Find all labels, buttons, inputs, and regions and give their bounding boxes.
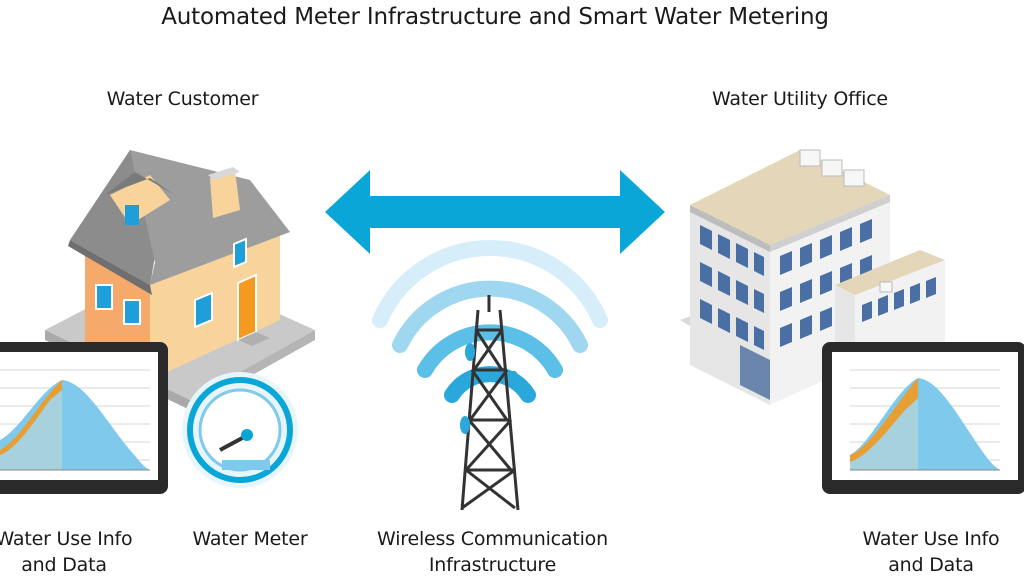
- left-water-use-line1: Water Use Info: [0, 528, 133, 550]
- left-water-use-info-label: Water Use Info and Data: [0, 526, 164, 578]
- left-tablet-icon: [0, 342, 168, 494]
- water-meter-label: Water Meter: [192, 528, 308, 550]
- right-water-use-line2: and Data: [888, 554, 974, 576]
- wireless-infrastructure-label: Wireless Communication Infrastructure: [360, 526, 625, 578]
- water-utility-office-label: Water Utility Office: [712, 88, 888, 110]
- right-water-use-line1: Water Use Info: [862, 528, 1000, 550]
- left-water-use-line2: and Data: [21, 554, 107, 576]
- tower-label-line2: Infrastructure: [428, 554, 557, 576]
- wireless-tower-icon: [372, 240, 608, 511]
- right-water-use-info-label: Water Use Info and Data: [836, 526, 1024, 578]
- water-meter-icon: [182, 372, 298, 488]
- water-customer-label: Water Customer: [106, 88, 259, 110]
- office-building-icon: [680, 149, 945, 405]
- diagram-title: Automated Meter Infrastructure and Smart…: [161, 4, 829, 30]
- right-tablet-icon: [822, 342, 1024, 494]
- tower-label-line1: Wireless Communication: [377, 528, 608, 550]
- data-exchange-arrow-icon: [325, 170, 665, 254]
